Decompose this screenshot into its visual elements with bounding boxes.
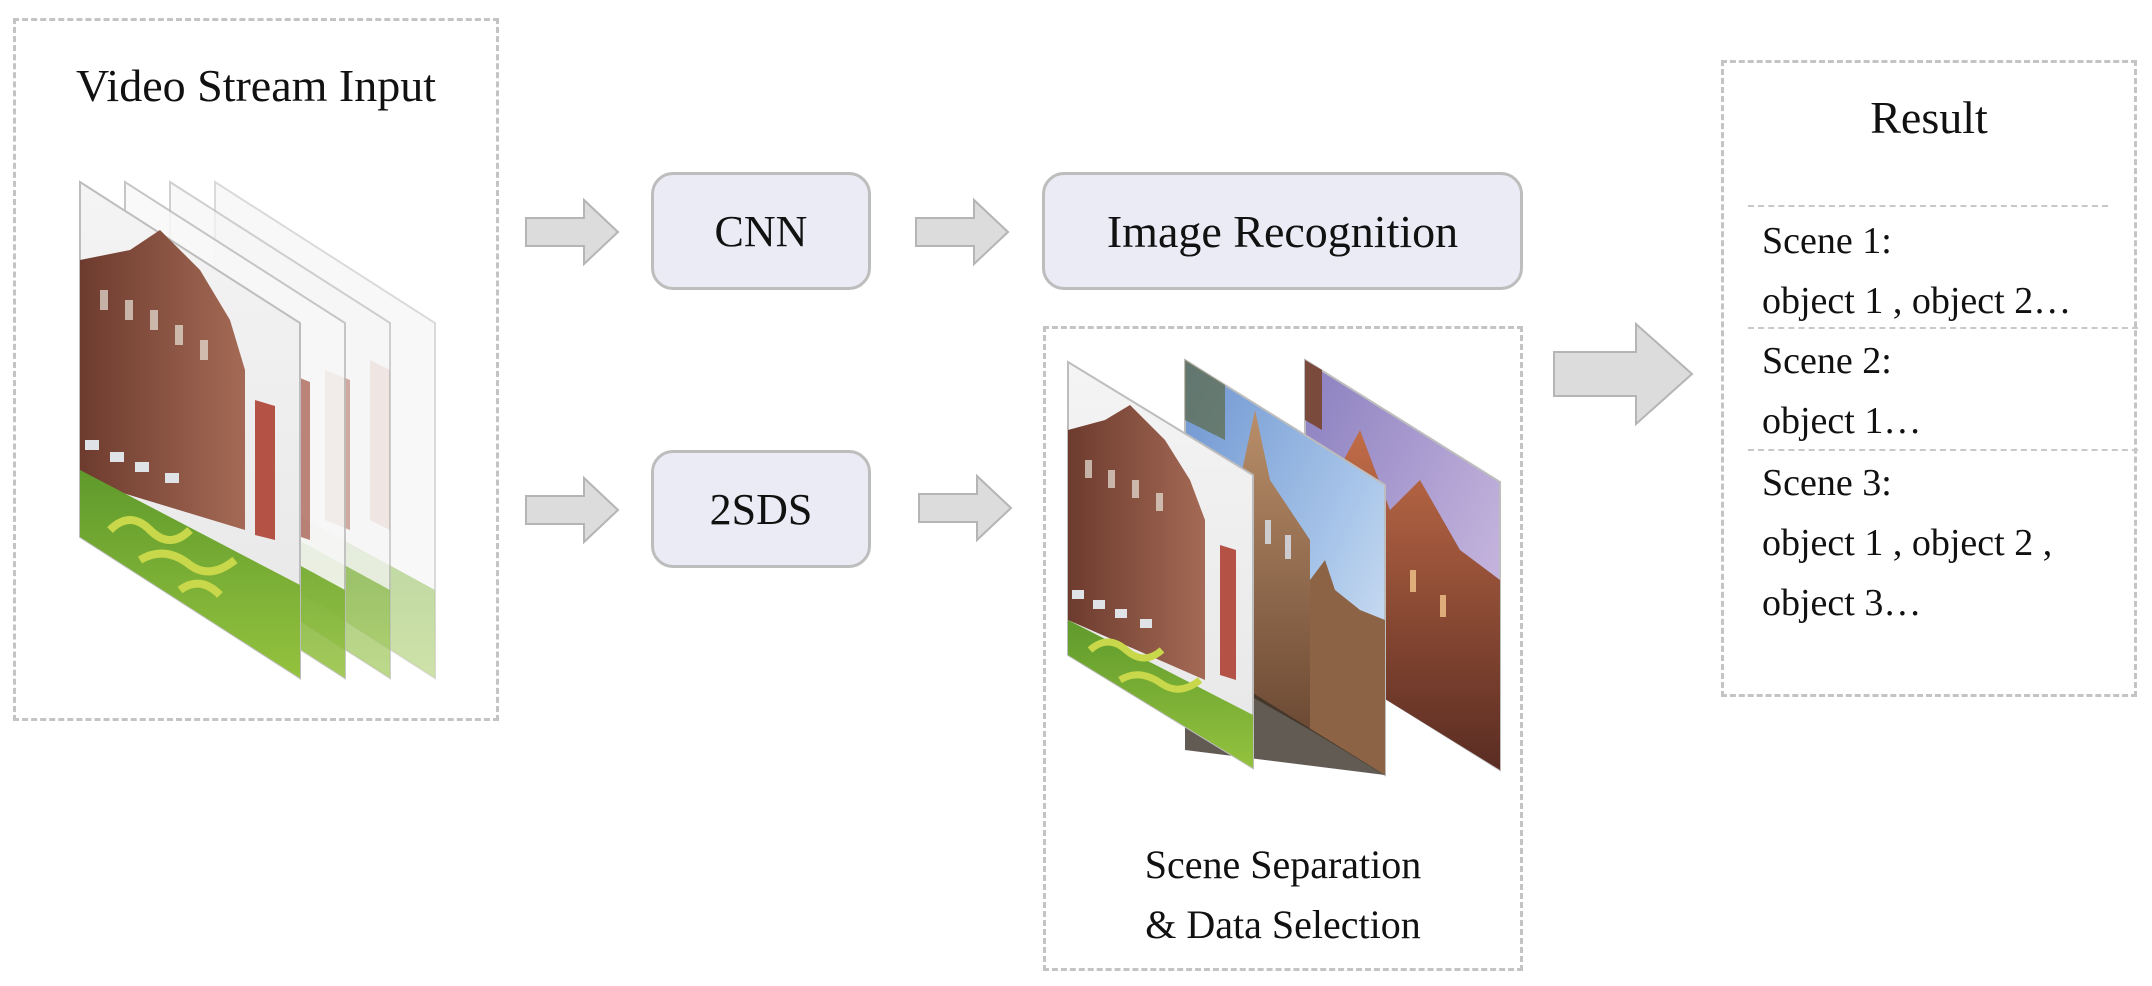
scene-image [1067,360,1254,770]
image-recognition-label: Image Recognition [1106,205,1459,257]
video-frame [79,180,301,680]
scene-3-heading: Scene 3: [1762,462,1892,504]
scene-1-heading: Scene 1: [1762,220,1892,262]
video-input-panel: Video Stream Input [13,18,499,721]
scene-2-objects: object 1… [1762,400,1922,442]
arrow-icon [915,197,1010,267]
result-divider [1748,205,2108,207]
scene-separation-panel: Scene Separation & Data Selection [1043,326,1523,971]
video-frame-stack [79,180,436,680]
caption-line-1: Scene Separation [1144,842,1422,887]
sds-box: 2SDS [651,450,871,568]
arrow-icon [1553,321,1694,427]
cnn-box: CNN [651,172,871,290]
result-panel: Result Scene 1: object 1 , object 2… Sce… [1721,60,2138,697]
scene-3-objects-line-2: object 3… [1762,582,1922,624]
sds-label: 2SDS [709,484,813,534]
arrow-icon [918,473,1013,543]
result-scene-2: Scene 2: object 1… [1762,331,1921,451]
scene-1-objects: object 1 , object 2… [1762,280,2072,322]
result-title: Result [1870,92,1988,143]
scene-separation-caption: Scene Separation & Data Selection [1046,835,1520,955]
scene-2-heading: Scene 2: [1762,340,1892,382]
arrow-icon [525,197,620,267]
result-scene-1: Scene 1: object 1 , object 2… [1762,211,2071,331]
scene-3-objects-line-1: object 1 , object 2 , [1762,522,2053,564]
video-input-title: Video Stream Input [75,60,437,111]
cnn-label: CNN [714,206,808,256]
caption-line-2: & Data Selection [1145,902,1421,947]
arrow-icon [525,475,620,545]
result-divider [1748,327,2138,329]
result-divider [1748,449,2138,451]
result-scene-3: Scene 3: object 1 , object 2 , object 3… [1762,453,2052,633]
scene-image-stack [1067,358,1501,777]
image-recognition-box: Image Recognition [1042,172,1523,290]
